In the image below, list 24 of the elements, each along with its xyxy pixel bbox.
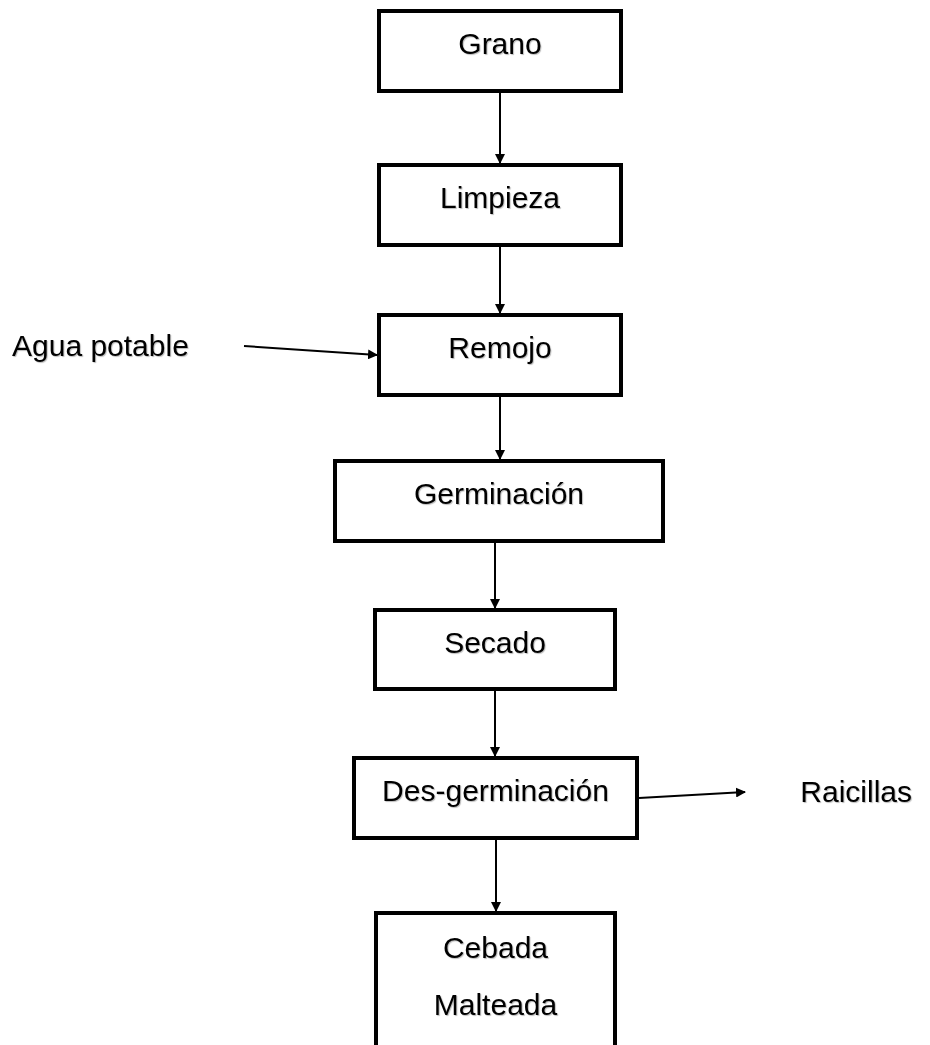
arrow <box>490 542 500 609</box>
flow-label: Raicillas <box>800 775 912 809</box>
step-label: Des-germinación <box>382 774 609 808</box>
arrow <box>495 246 505 314</box>
arrow <box>243 345 378 360</box>
step-label: Cebada Malteada <box>432 930 559 1023</box>
step-label: Secado <box>444 626 546 660</box>
flow-label: Agua potable <box>12 329 189 363</box>
process-box <box>374 911 617 1045</box>
step-label: Grano <box>458 27 542 61</box>
process-box <box>373 608 617 691</box>
process-box <box>377 9 623 93</box>
process-box <box>333 459 665 543</box>
process-box <box>377 163 623 247</box>
arrow <box>638 787 746 799</box>
arrow <box>495 92 505 164</box>
arrow <box>491 839 501 912</box>
process-box <box>352 756 639 840</box>
process-box <box>377 313 623 397</box>
arrow <box>495 396 505 460</box>
step-label: Limpieza <box>439 181 561 215</box>
step-label: Germinación <box>413 477 585 511</box>
arrow <box>490 690 500 757</box>
step-label: Remojo <box>448 331 552 365</box>
